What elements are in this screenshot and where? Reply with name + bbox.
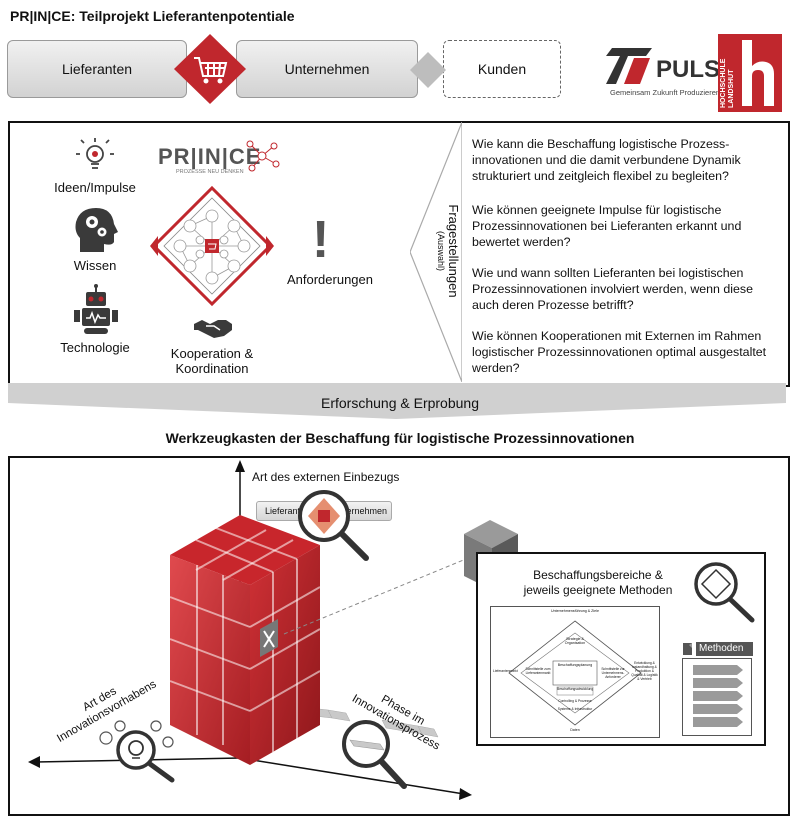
magnifier-icon: [298, 490, 369, 561]
prince-logo-text: PR|IN|CE: [158, 144, 262, 169]
box-title-line1: Beschaffungsbereiche &: [533, 568, 663, 582]
bulb-magnifier-icon: [99, 720, 175, 783]
network-icon: [246, 140, 280, 172]
right-caption: Anforderungen: [286, 272, 373, 287]
h-letter-icon: [742, 40, 774, 106]
pd-right-inner: Schnittstelle zur Unternehmens-Anfordere…: [601, 667, 625, 679]
question-1: Wie kann die Beschaffung logistische Pro…: [472, 137, 741, 183]
flow-label: Lieferanten: [61, 61, 133, 77]
hochschule-line1: HOCHSCHULE: [720, 58, 727, 108]
flow-label: Unternehmen: [284, 61, 370, 77]
handshake-icon: [194, 320, 232, 338]
process-magnifier-icon: [342, 720, 407, 789]
axis-right: [239, 757, 465, 795]
methods-list: [682, 658, 752, 736]
hochschule-logo: HOCHSCHULE LANDSHUT: [718, 34, 782, 112]
procurement-diagram-svg: [508, 620, 642, 726]
cart-diamond-icon: [174, 34, 246, 104]
side-label: Fragestellungen: [446, 204, 461, 298]
pd-sub3: Systeme & Infrastruktur: [557, 707, 593, 711]
magnifier-diamond-icon: [694, 562, 755, 623]
pd-strategy: Strategie & Organisation: [564, 637, 586, 645]
exclamation-mark: !: [312, 211, 330, 269]
pd-right-outer: Entwicklung & Instandhaltung & Produktio…: [631, 661, 658, 681]
pd-left-inner: Schnittstelle zum Lieferantenmarkt: [525, 667, 551, 675]
puls-logo-icon: [606, 48, 652, 84]
left-item-ideen: Ideen/Impulse: [54, 180, 136, 195]
section-title: Werkzeugkasten der Beschaffung für logis…: [165, 430, 635, 446]
methods-list-svg: [693, 665, 743, 727]
flow-label: Kunden: [477, 61, 527, 77]
puls-tagline: Gemeinsam Zukunft Produzieren: [610, 88, 721, 97]
box-title-line2: jeweils geeignete Methoden: [523, 583, 673, 597]
puls-name: PULS: [656, 56, 721, 83]
bottom-panel: [8, 456, 790, 816]
left-item-technologie: Technologie: [60, 340, 130, 355]
hochschule-line2: LANDSHUT: [728, 69, 735, 109]
pd-bottom: Daten: [570, 728, 580, 732]
question-2: Wie können geeignete Impulse für logisti…: [472, 203, 742, 249]
side-label-wrap: Fragestellungen (Auswahl): [436, 146, 466, 356]
left-item-wissen: Wissen: [73, 258, 117, 273]
question-chevron-shape: [410, 122, 462, 382]
flow-box-unternehmen: Unternehmen: [236, 40, 418, 98]
gray-diamond-icon: [410, 52, 446, 88]
pd-sub1: Beschaffungsabwicklung: [557, 687, 594, 691]
center-caption: Kooperation & Koordination: [170, 346, 254, 376]
prince-logo: PR|IN|CE PROZESSE NEU DENKEN: [158, 140, 280, 178]
knowledge-head-icon: [75, 208, 118, 252]
mini-flow-left: Lieferanten: [265, 506, 311, 516]
hochschule-text: HOCHSCHULE LANDSHUT: [720, 42, 735, 109]
methods-box-title: Beschaffungsbereiche & jeweils geeignete…: [498, 568, 698, 598]
procurement-diagram: Unternehmensführung & Ziele Strategie & …: [490, 606, 660, 738]
side-sublabel: (Auswahl): [436, 230, 446, 271]
pd-top: Unternehmensführung & Ziele: [551, 609, 599, 613]
folder-tab-icon: [683, 643, 692, 655]
robot-icon: [74, 284, 118, 334]
red-cube-stack: [169, 515, 321, 765]
mini-flow-right: Unternehmen: [332, 506, 387, 516]
pd-left-outer: Lieferantenmarkt: [493, 669, 518, 673]
question-3: Wie und wann sollten Lieferanten bei log…: [472, 266, 754, 312]
lightbulb-icon: [76, 138, 114, 169]
flow-box-lieferanten: Lieferanten: [7, 40, 187, 98]
flow-box-kunden: Kunden: [443, 40, 561, 98]
dashed-connector: [283, 553, 479, 635]
pd-sub2: Controlling & Prozesse: [558, 699, 592, 703]
page-title: PR|IN|CE: Teilprojekt Lieferantenpotenti…: [10, 8, 295, 24]
prince-logo-subtext: PROZESSE NEU DENKEN: [176, 169, 244, 175]
network-diamond-icon: [150, 185, 274, 307]
question-4: Wie können Kooperationen mit Externen im…: [472, 329, 767, 375]
methods-label: Methoden: [696, 642, 753, 656]
banner-text: Erforschung & Erprobung: [321, 395, 479, 411]
pd-center: Beschaffungsplanung: [557, 663, 593, 667]
axis-vertical-label: Art des externen Einbezugs: [252, 470, 400, 484]
banner-shape: [8, 383, 786, 419]
